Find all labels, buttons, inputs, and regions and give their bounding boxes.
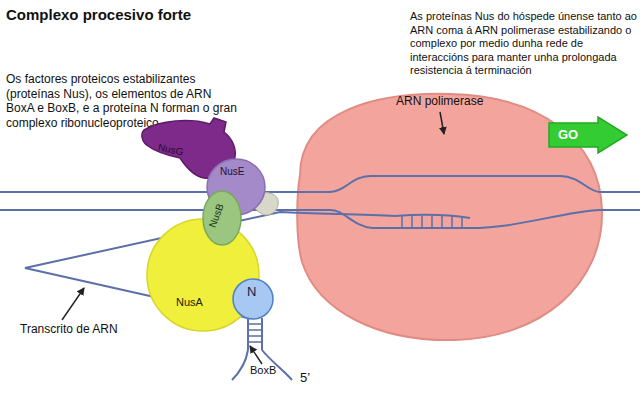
- hybrid-base-pairs: [402, 216, 462, 227]
- hairpin-pairs: [248, 324, 262, 342]
- node-text: N: [247, 284, 256, 299]
- protein-nusb: NusB: [202, 190, 242, 246]
- rna-end: [232, 350, 292, 380]
- leader-arrow: [440, 112, 444, 134]
- node-text: NusE: [220, 166, 244, 177]
- protein-n: N: [232, 278, 274, 320]
- node-text: NusA: [176, 296, 203, 308]
- part-label: Transcrito de ARN: [20, 322, 118, 336]
- go-arrow: GO: [548, 116, 628, 154]
- leader-arrow: [250, 346, 262, 364]
- note-text: As proteínas Nus do hóspede únense tanto…: [410, 10, 638, 78]
- protein-nusb-shape: [202, 190, 242, 246]
- note-text: Os factores proteicos estabilizantes (pr…: [6, 72, 238, 130]
- part-label: BoxB: [250, 364, 276, 376]
- boxb-hairpin: [248, 318, 262, 350]
- title: Complexo procesivo forte: [6, 6, 191, 23]
- end-label: 5’: [300, 370, 310, 385]
- dna-strand: [0, 176, 640, 192]
- leader-arrow: [62, 288, 84, 320]
- part-label: ARN polimerase: [396, 94, 483, 108]
- node-text: GO: [558, 127, 578, 142]
